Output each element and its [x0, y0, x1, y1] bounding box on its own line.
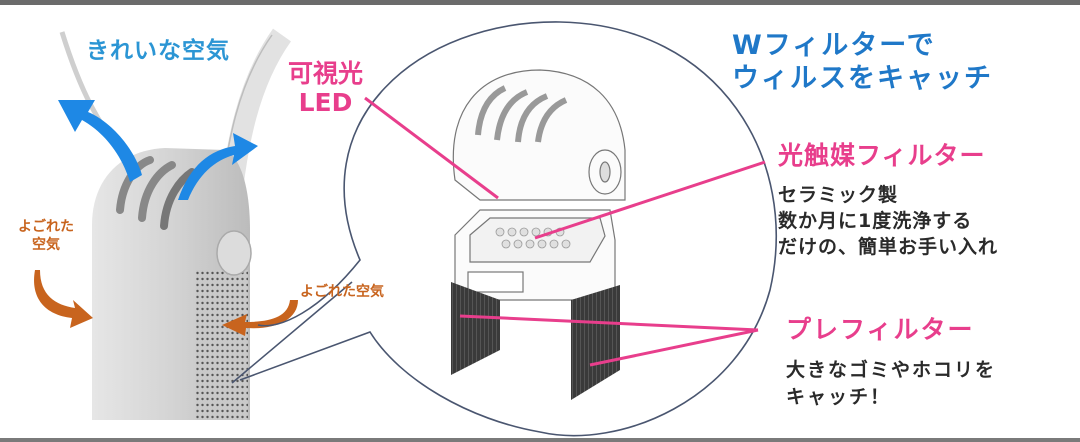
- dirty-air-left-label: よごれた 空気: [18, 219, 74, 254]
- photocatalyst-filter-title: 光触媒フィルター: [778, 141, 986, 170]
- pre-filter-title: プレフィルター: [786, 315, 975, 344]
- top-border: [0, 0, 1080, 5]
- dirty-air-left-line1: よごれた: [18, 219, 74, 235]
- wfilter-title-line2: ウィルスをキャッチ: [732, 62, 993, 94]
- visible-led-label: 可視光 LED: [288, 59, 364, 118]
- desc-line: セラミック製: [778, 184, 899, 206]
- pre-filter-description: 大きなゴミやホコリを キャッチ！: [786, 357, 996, 410]
- dirty-air-right-label: よごれた空気: [300, 284, 384, 300]
- led-label-line2: LED: [298, 87, 353, 117]
- desc-line: キャッチ！: [786, 385, 892, 408]
- photocatalyst-filter-description: セラミック製 数か月に1度洗浄する だけの、簡単お手い入れ: [778, 182, 998, 261]
- pre-filter-pads: [451, 282, 620, 400]
- wfilter-title-line1: Wフィルターで: [732, 30, 936, 61]
- callout-lines: [364, 96, 766, 367]
- dirty-air-left-line2: 空気: [32, 236, 60, 253]
- bottom-border: [0, 438, 1080, 442]
- desc-line: 数か月に1度洗浄する: [778, 210, 973, 233]
- magnifier-callout: [231, 21, 778, 437]
- arrow-up-curved-icon: [58, 100, 258, 200]
- purifier-device: [92, 148, 252, 420]
- desc-line: だけの、簡単お手い入れ: [778, 236, 999, 259]
- filter-unit-illustration: [452, 69, 626, 301]
- desc-line: 大きなゴミやホコリを: [786, 359, 997, 381]
- led-label-line1: 可視光: [288, 59, 364, 88]
- clean-air-label: きれいな空気: [86, 38, 230, 64]
- wfilter-title: Wフィルターで ウィルスをキャッチ: [732, 30, 993, 96]
- arrow-in-curved-icon: [34, 270, 298, 336]
